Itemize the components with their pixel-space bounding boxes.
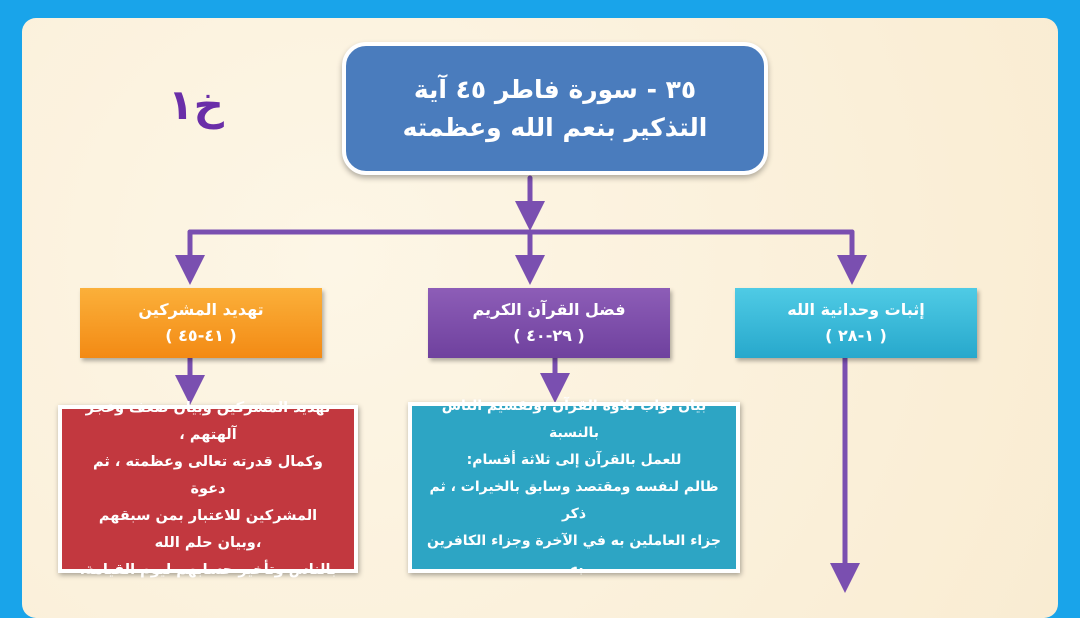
section-quran: فضل القرآن الكريم ( ٢٩-٤٠ ) bbox=[428, 288, 670, 358]
surah-title: ٣٥ - سورة فاطر ٤٥ آية bbox=[413, 74, 697, 104]
desc-line: بالناس وتأخير حسابهم ليوم القيامة. bbox=[79, 561, 337, 578]
quran-description: بيان ثواب تلاوة القرآن ،وتقسيم الناس بال… bbox=[408, 398, 740, 576]
section-range: ( ٤١-٤٥ ) bbox=[165, 326, 237, 345]
desc-line: المشركين للاعتبار بمن سبقهم ،وبيان حلم ا… bbox=[98, 507, 318, 551]
surah-theme: التذكير بنعم الله وعظمته bbox=[402, 112, 708, 142]
threat-description: تهديد المشركين وبيان ضعف وعجز آلهتهم ، و… bbox=[58, 400, 358, 578]
desc-line: ظالم لنفسه ومقتصد وسابق بالخيرات ، ثم ذك… bbox=[429, 479, 719, 522]
section-title: إثبات وحدانية الله bbox=[787, 300, 925, 319]
page-tag: خ١ bbox=[168, 80, 224, 129]
section-threat: تهديد المشركين ( ٤١-٤٥ ) bbox=[80, 288, 322, 358]
surah-title-box: ٣٥ - سورة فاطر ٤٥ آية التذكير بنعم الله … bbox=[342, 42, 768, 175]
desc-line: بيان ثواب تلاوة القرآن ،وتقسيم الناس بال… bbox=[441, 398, 707, 441]
desc-line: وكمال قدرته تعالى وعظمته ، ثم دعوة bbox=[93, 453, 323, 497]
connectors bbox=[175, 175, 867, 593]
desc-line: تهديد المشركين وبيان ضعف وعجز آلهتهم ، bbox=[85, 399, 331, 443]
section-oneness: إثبات وحدانية الله ( ١-٢٨ ) bbox=[735, 288, 977, 358]
desc-line: للعمل بالقرآن إلى ثلاثة أقسام: bbox=[466, 452, 682, 468]
section-range: ( ٢٩-٤٠ ) bbox=[513, 326, 585, 345]
section-title: تهديد المشركين bbox=[138, 300, 264, 319]
section-range: ( ١-٢٨ ) bbox=[825, 326, 887, 345]
section-title: فضل القرآن الكريم bbox=[472, 300, 626, 319]
desc-line: جزاء العاملين به في الآخرة وجزاء الكافري… bbox=[427, 533, 721, 576]
